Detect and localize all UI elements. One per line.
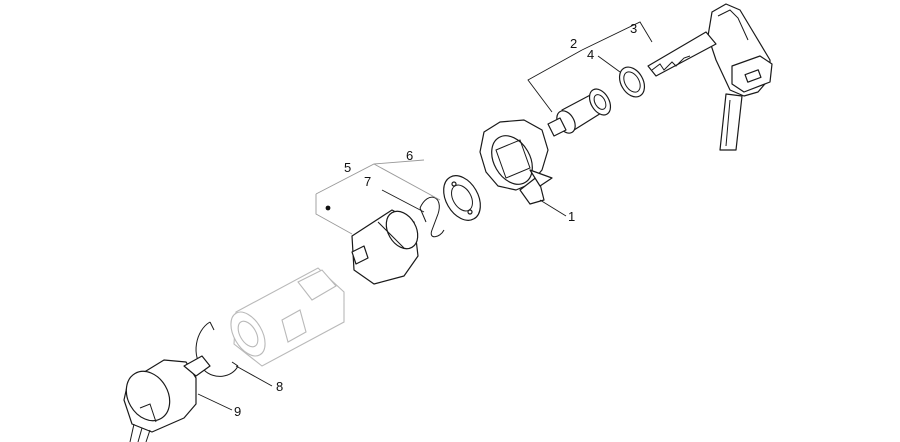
sleeve-ghost-part (230, 267, 345, 367)
callout-4: 4 (587, 47, 594, 62)
callout-5: 5 (344, 160, 351, 175)
callout-1: 1 (568, 209, 575, 224)
washer-plate-part (443, 175, 481, 221)
callout-7: 7 (364, 174, 371, 189)
o-ring-part (618, 66, 646, 98)
callout-3: 3 (630, 21, 637, 36)
lock-cylinder-part (547, 88, 612, 137)
key-part (647, 3, 773, 151)
callout-2: 2 (570, 36, 577, 51)
callout-9: 9 (234, 404, 241, 419)
cam-barrel-part (351, 209, 419, 285)
reference-dot (325, 205, 331, 211)
leader-lines (197, 21, 653, 411)
callout-8: 8 (276, 379, 283, 394)
lock-housing-part (479, 119, 553, 205)
spring-clip-part (419, 196, 445, 238)
callout-6: 6 (406, 148, 413, 163)
lock-base-part (123, 355, 211, 442)
